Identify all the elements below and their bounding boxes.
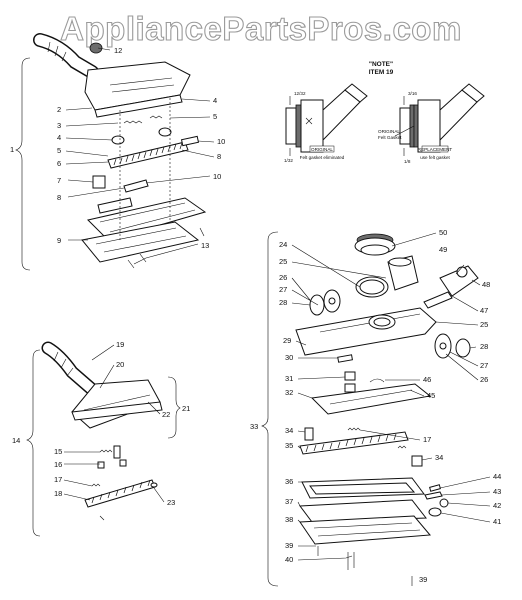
callout-17b: 17 xyxy=(423,435,431,444)
callout-21: 21 xyxy=(182,404,190,413)
callout-16: 16 xyxy=(54,460,62,469)
callout-27: 27 xyxy=(279,285,287,294)
callout-28: 28 xyxy=(279,298,287,307)
note-right-tag: REPLACEMENT xyxy=(418,147,453,152)
frame xyxy=(310,383,432,415)
callout-50: 50 xyxy=(439,228,447,237)
callout-34b: 34 xyxy=(435,453,443,462)
bracket-1 xyxy=(15,57,31,271)
callout-27b: 27 xyxy=(480,361,488,370)
brush-3 xyxy=(299,431,409,455)
callout-9: 9 xyxy=(57,236,61,245)
callout-43: 43 xyxy=(493,487,501,496)
top-assembly xyxy=(15,33,215,271)
note-left-dim-top: 12/32 xyxy=(294,91,306,96)
callout-31: 31 xyxy=(285,374,293,383)
callout-labels: 12 2 3 4 5 6 7 8 9 4 5 10 8 10 13 1 19 2… xyxy=(10,46,501,584)
callout-41: 41 xyxy=(493,517,501,526)
callout-8b: 8 xyxy=(217,152,221,161)
callout-17: 17 xyxy=(54,475,62,484)
brush-2 xyxy=(84,479,156,508)
watermark: AppliancePartsPros.com xyxy=(60,10,462,47)
right-assembly xyxy=(261,231,491,587)
callout-18: 18 xyxy=(54,489,62,498)
callout-36: 36 xyxy=(285,477,293,486)
callout-30: 30 xyxy=(285,353,293,362)
callout-7: 7 xyxy=(57,176,61,185)
note-left-fitting: 12/32 1/32 ORIGINAL Felt gasket eliminat… xyxy=(284,83,368,163)
note-left-caption: Felt gasket eliminated xyxy=(300,155,345,160)
brush-roll xyxy=(107,141,189,169)
callout-2: 2 xyxy=(57,105,61,114)
callout-24: 24 xyxy=(279,240,287,249)
note-right-fitting: 3/16 1/8 ORIGINAL Felt Gasket REPLACEMEN… xyxy=(378,83,485,164)
callout-25b: 25 xyxy=(480,320,488,329)
callout-26: 26 xyxy=(279,273,287,282)
note-area: "NOTE" ITEM 19 12/32 1/32 ORIGINAL Felt … xyxy=(284,61,485,164)
callout-34: 34 xyxy=(285,426,293,435)
note-left-dim-bottom: 1/32 xyxy=(284,158,293,163)
callout-12: 12 xyxy=(114,46,122,55)
bottom-plate xyxy=(81,221,200,263)
note-right-side-caption: Felt Gasket xyxy=(378,135,402,140)
callout-19: 19 xyxy=(116,340,124,349)
callout-1: 1 xyxy=(10,145,14,154)
callout-10b: 10 xyxy=(213,172,221,181)
callout-40: 40 xyxy=(285,555,293,564)
callout-37: 37 xyxy=(285,497,293,506)
bottom-left-assembly xyxy=(26,341,181,537)
callout-45: 45 xyxy=(427,391,435,400)
callout-5: 5 xyxy=(57,146,61,155)
callout-23: 23 xyxy=(167,498,175,507)
callout-32: 32 xyxy=(285,388,293,397)
note-item: ITEM 19 xyxy=(369,69,394,76)
note-left-tag: ORIGINAL xyxy=(311,147,333,152)
callout-44: 44 xyxy=(493,472,501,481)
callout-39b: 39 xyxy=(419,575,427,584)
callout-8: 8 xyxy=(57,193,61,202)
callout-42: 42 xyxy=(493,501,501,510)
note-right-caption: use felt gasket xyxy=(420,155,450,160)
callout-26b: 26 xyxy=(480,375,488,384)
note-right-dim-top: 3/16 xyxy=(408,91,417,96)
bracket-21 xyxy=(167,376,181,439)
callout-49: 49 xyxy=(439,245,447,254)
callout-4b: 4 xyxy=(213,96,217,105)
callout-25: 25 xyxy=(279,257,287,266)
bracket-33 xyxy=(261,231,279,587)
note-right-tag-side: ORIGINAL xyxy=(378,129,400,134)
callout-33: 33 xyxy=(250,422,258,431)
callout-48: 48 xyxy=(482,280,490,289)
callout-6: 6 xyxy=(57,159,61,168)
callout-47: 47 xyxy=(480,306,488,315)
callout-10: 10 xyxy=(217,137,225,146)
callout-3: 3 xyxy=(57,121,61,130)
base-plate xyxy=(87,197,207,241)
bottom-plate-3 xyxy=(299,515,432,545)
head-3-cover xyxy=(295,307,437,356)
callout-5b: 5 xyxy=(213,112,217,121)
callout-20: 20 xyxy=(116,360,124,369)
callout-13: 13 xyxy=(201,241,209,250)
callout-28b: 28 xyxy=(480,342,488,351)
note-right-dim-bottom: 1/8 xyxy=(404,159,411,164)
callout-35: 35 xyxy=(285,441,293,450)
callout-22: 22 xyxy=(162,410,170,419)
callout-4: 4 xyxy=(57,133,61,142)
callout-14: 14 xyxy=(12,436,20,445)
callout-15: 15 xyxy=(54,447,62,456)
callout-38: 38 xyxy=(285,515,293,524)
callout-46: 46 xyxy=(423,375,431,384)
bracket-14 xyxy=(26,349,41,537)
callout-29: 29 xyxy=(283,336,291,345)
callout-39: 39 xyxy=(285,541,293,550)
note-title: "NOTE" xyxy=(369,61,393,68)
